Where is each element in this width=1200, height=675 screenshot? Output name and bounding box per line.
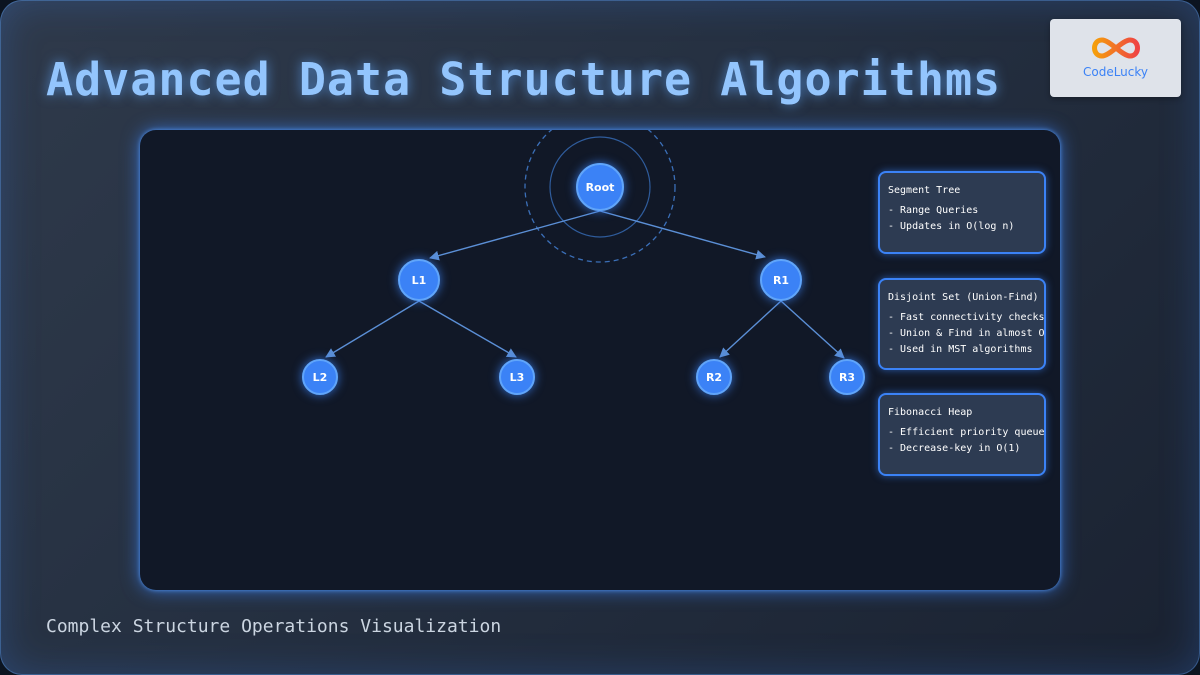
root-halo-inner bbox=[549, 136, 651, 238]
card-line: - Updates in O(log n) bbox=[888, 221, 1015, 232]
card-line: - Efficient priority queue bbox=[888, 427, 1045, 438]
edge-l1-l2 bbox=[325, 300, 420, 358]
infinity-icon bbox=[1092, 37, 1140, 59]
card-fibonacci-heap: Fibonacci Heap - Efficient priority queu… bbox=[878, 393, 1046, 476]
node-r1: R1 bbox=[760, 259, 802, 301]
card-title: Disjoint Set (Union-Find) bbox=[888, 292, 1039, 303]
slide-subtitle: Complex Structure Operations Visualizati… bbox=[46, 616, 502, 637]
node-l2: L2 bbox=[302, 359, 338, 395]
node-r3: R3 bbox=[829, 359, 865, 395]
visualization-panel: Root L1 R1 L2 L3 R2 R3 Segment Tree - Ra… bbox=[140, 130, 1060, 590]
edge-root-l1 bbox=[429, 210, 601, 261]
card-segment-tree: Segment Tree - Range Queries - Updates i… bbox=[878, 171, 1046, 254]
edge-l1-l3 bbox=[418, 300, 517, 358]
card-line: - Fast connectivity checks bbox=[888, 312, 1045, 323]
card-line: - Decrease-key in O(1) bbox=[888, 443, 1021, 454]
card-title: Fibonacci Heap bbox=[888, 407, 973, 418]
codelucky-logo: CodeLucky bbox=[1050, 19, 1181, 97]
card-line: - Range Queries bbox=[888, 205, 979, 216]
tree-edges bbox=[325, 130, 845, 359]
node-r2: R2 bbox=[696, 359, 732, 395]
edge-r1-r3 bbox=[780, 300, 845, 359]
card-title: Segment Tree bbox=[888, 185, 961, 196]
edge-r1-r2 bbox=[719, 300, 782, 358]
logo-text: CodeLucky bbox=[1082, 65, 1149, 79]
card-line: - Used in MST algorithms bbox=[888, 344, 1033, 355]
node-root: Root bbox=[576, 163, 624, 211]
root-halo-outer bbox=[524, 130, 676, 263]
node-l1: L1 bbox=[398, 259, 440, 301]
slide-title: Advanced Data Structure Algorithms bbox=[46, 53, 1002, 106]
edge-root-r1 bbox=[599, 210, 766, 260]
card-disjoint-set: Disjoint Set (Union-Find) - Fast connect… bbox=[878, 278, 1046, 370]
card-line: - Union & Find in almost O( bbox=[888, 328, 1046, 339]
node-l3: L3 bbox=[499, 359, 535, 395]
